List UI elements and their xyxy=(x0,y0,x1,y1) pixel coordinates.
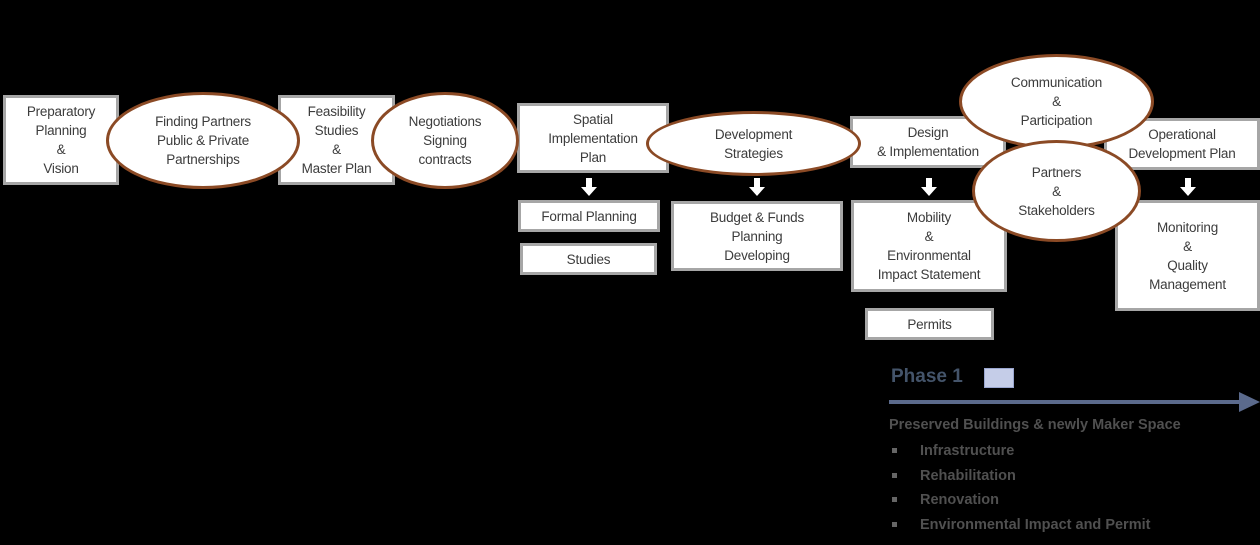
substep-studies: Studies xyxy=(520,243,657,275)
phase-label: Phase 1 xyxy=(891,366,963,387)
list-item-label: Infrastructure xyxy=(920,443,1015,459)
label-line: Design xyxy=(907,125,949,140)
label-line: Spatial xyxy=(573,111,613,127)
list-item: Renovation xyxy=(889,491,1150,516)
label-line: Impact Statement xyxy=(877,267,981,282)
label-line: Vision xyxy=(43,161,79,176)
timeline-arrow-icon xyxy=(889,392,1260,412)
label-line: contracts xyxy=(418,152,472,167)
phase-details-list: Infrastructure Rehabilitation Renovation… xyxy=(889,442,1150,540)
label-line: Permits xyxy=(907,316,952,332)
label-line: Developing xyxy=(724,247,790,263)
label-line: Formal Planning xyxy=(541,208,637,224)
label-line: Management xyxy=(1149,276,1226,292)
list-item-label: Rehabilitation xyxy=(920,467,1016,484)
list-item: Environmental Impact and Permit xyxy=(889,516,1150,541)
arrow-down-icon xyxy=(1180,178,1196,196)
arrow-down-icon xyxy=(749,178,765,196)
label-line: Budget & Funds xyxy=(709,209,804,225)
label-line: Studies xyxy=(314,123,359,138)
label-line: Communication xyxy=(1010,75,1103,90)
label-line: Development xyxy=(714,126,793,142)
list-item: Infrastructure xyxy=(889,442,1150,467)
bullet-icon xyxy=(892,497,897,502)
label-line: Participation xyxy=(1020,113,1093,128)
label-line: & Implementation xyxy=(877,144,979,159)
step-communication-participation: Communication & Participation xyxy=(959,54,1154,149)
arrow-down-icon xyxy=(921,178,937,196)
label-line: Signing xyxy=(423,133,467,148)
label-line: Preparatory xyxy=(26,104,96,119)
list-item-label: Environmental Impact and Permit xyxy=(920,516,1151,533)
bullet-icon xyxy=(892,448,897,453)
label-line: & xyxy=(924,229,934,244)
label-line: Plan xyxy=(579,149,607,165)
step-partners-stakeholders: Partners & Stakeholders xyxy=(972,140,1141,242)
label-line: Implementation xyxy=(548,130,638,146)
label-line: Monitoring xyxy=(1156,219,1219,235)
bullet-icon xyxy=(892,472,897,478)
arrow-down-icon xyxy=(581,178,597,196)
label-line: Operational xyxy=(1148,127,1216,142)
label-line: & xyxy=(1052,183,1061,199)
substep-permits: Permits xyxy=(865,308,994,340)
list-item: Rehabilitation xyxy=(889,467,1150,492)
label-line: Mobility xyxy=(906,210,952,225)
label-line: Planning xyxy=(35,123,87,138)
label-line: & xyxy=(56,142,66,157)
label-line: Feasibility xyxy=(307,104,366,119)
phase-color-swatch xyxy=(984,368,1014,388)
label-line: Development Plan xyxy=(1128,146,1236,161)
label-line: Environmental xyxy=(887,248,971,263)
label-line: Planning xyxy=(731,228,783,244)
label-line: Studies xyxy=(566,251,611,267)
bullet-icon xyxy=(892,521,897,527)
list-item-label: Renovation xyxy=(920,492,999,508)
label-line: & xyxy=(332,142,341,157)
label-line: Stakeholders xyxy=(1018,202,1095,218)
phase-details-heading: Preserved Buildings & newly Maker Space xyxy=(889,417,1181,433)
label-line: Partnerships xyxy=(166,152,240,167)
label-line: Strategies xyxy=(724,145,783,161)
label-line: Negotiations xyxy=(408,114,482,129)
label-line: Finding Partners xyxy=(155,114,251,129)
label-line: Master Plan xyxy=(301,161,372,176)
label-line: Public & Private xyxy=(156,133,250,148)
label-line: & xyxy=(1183,238,1192,254)
label-line: Quality xyxy=(1167,257,1208,273)
label-line: & xyxy=(1052,94,1061,109)
label-line: Partners xyxy=(1031,164,1082,180)
substep-formal-planning: Formal Planning xyxy=(518,200,660,232)
